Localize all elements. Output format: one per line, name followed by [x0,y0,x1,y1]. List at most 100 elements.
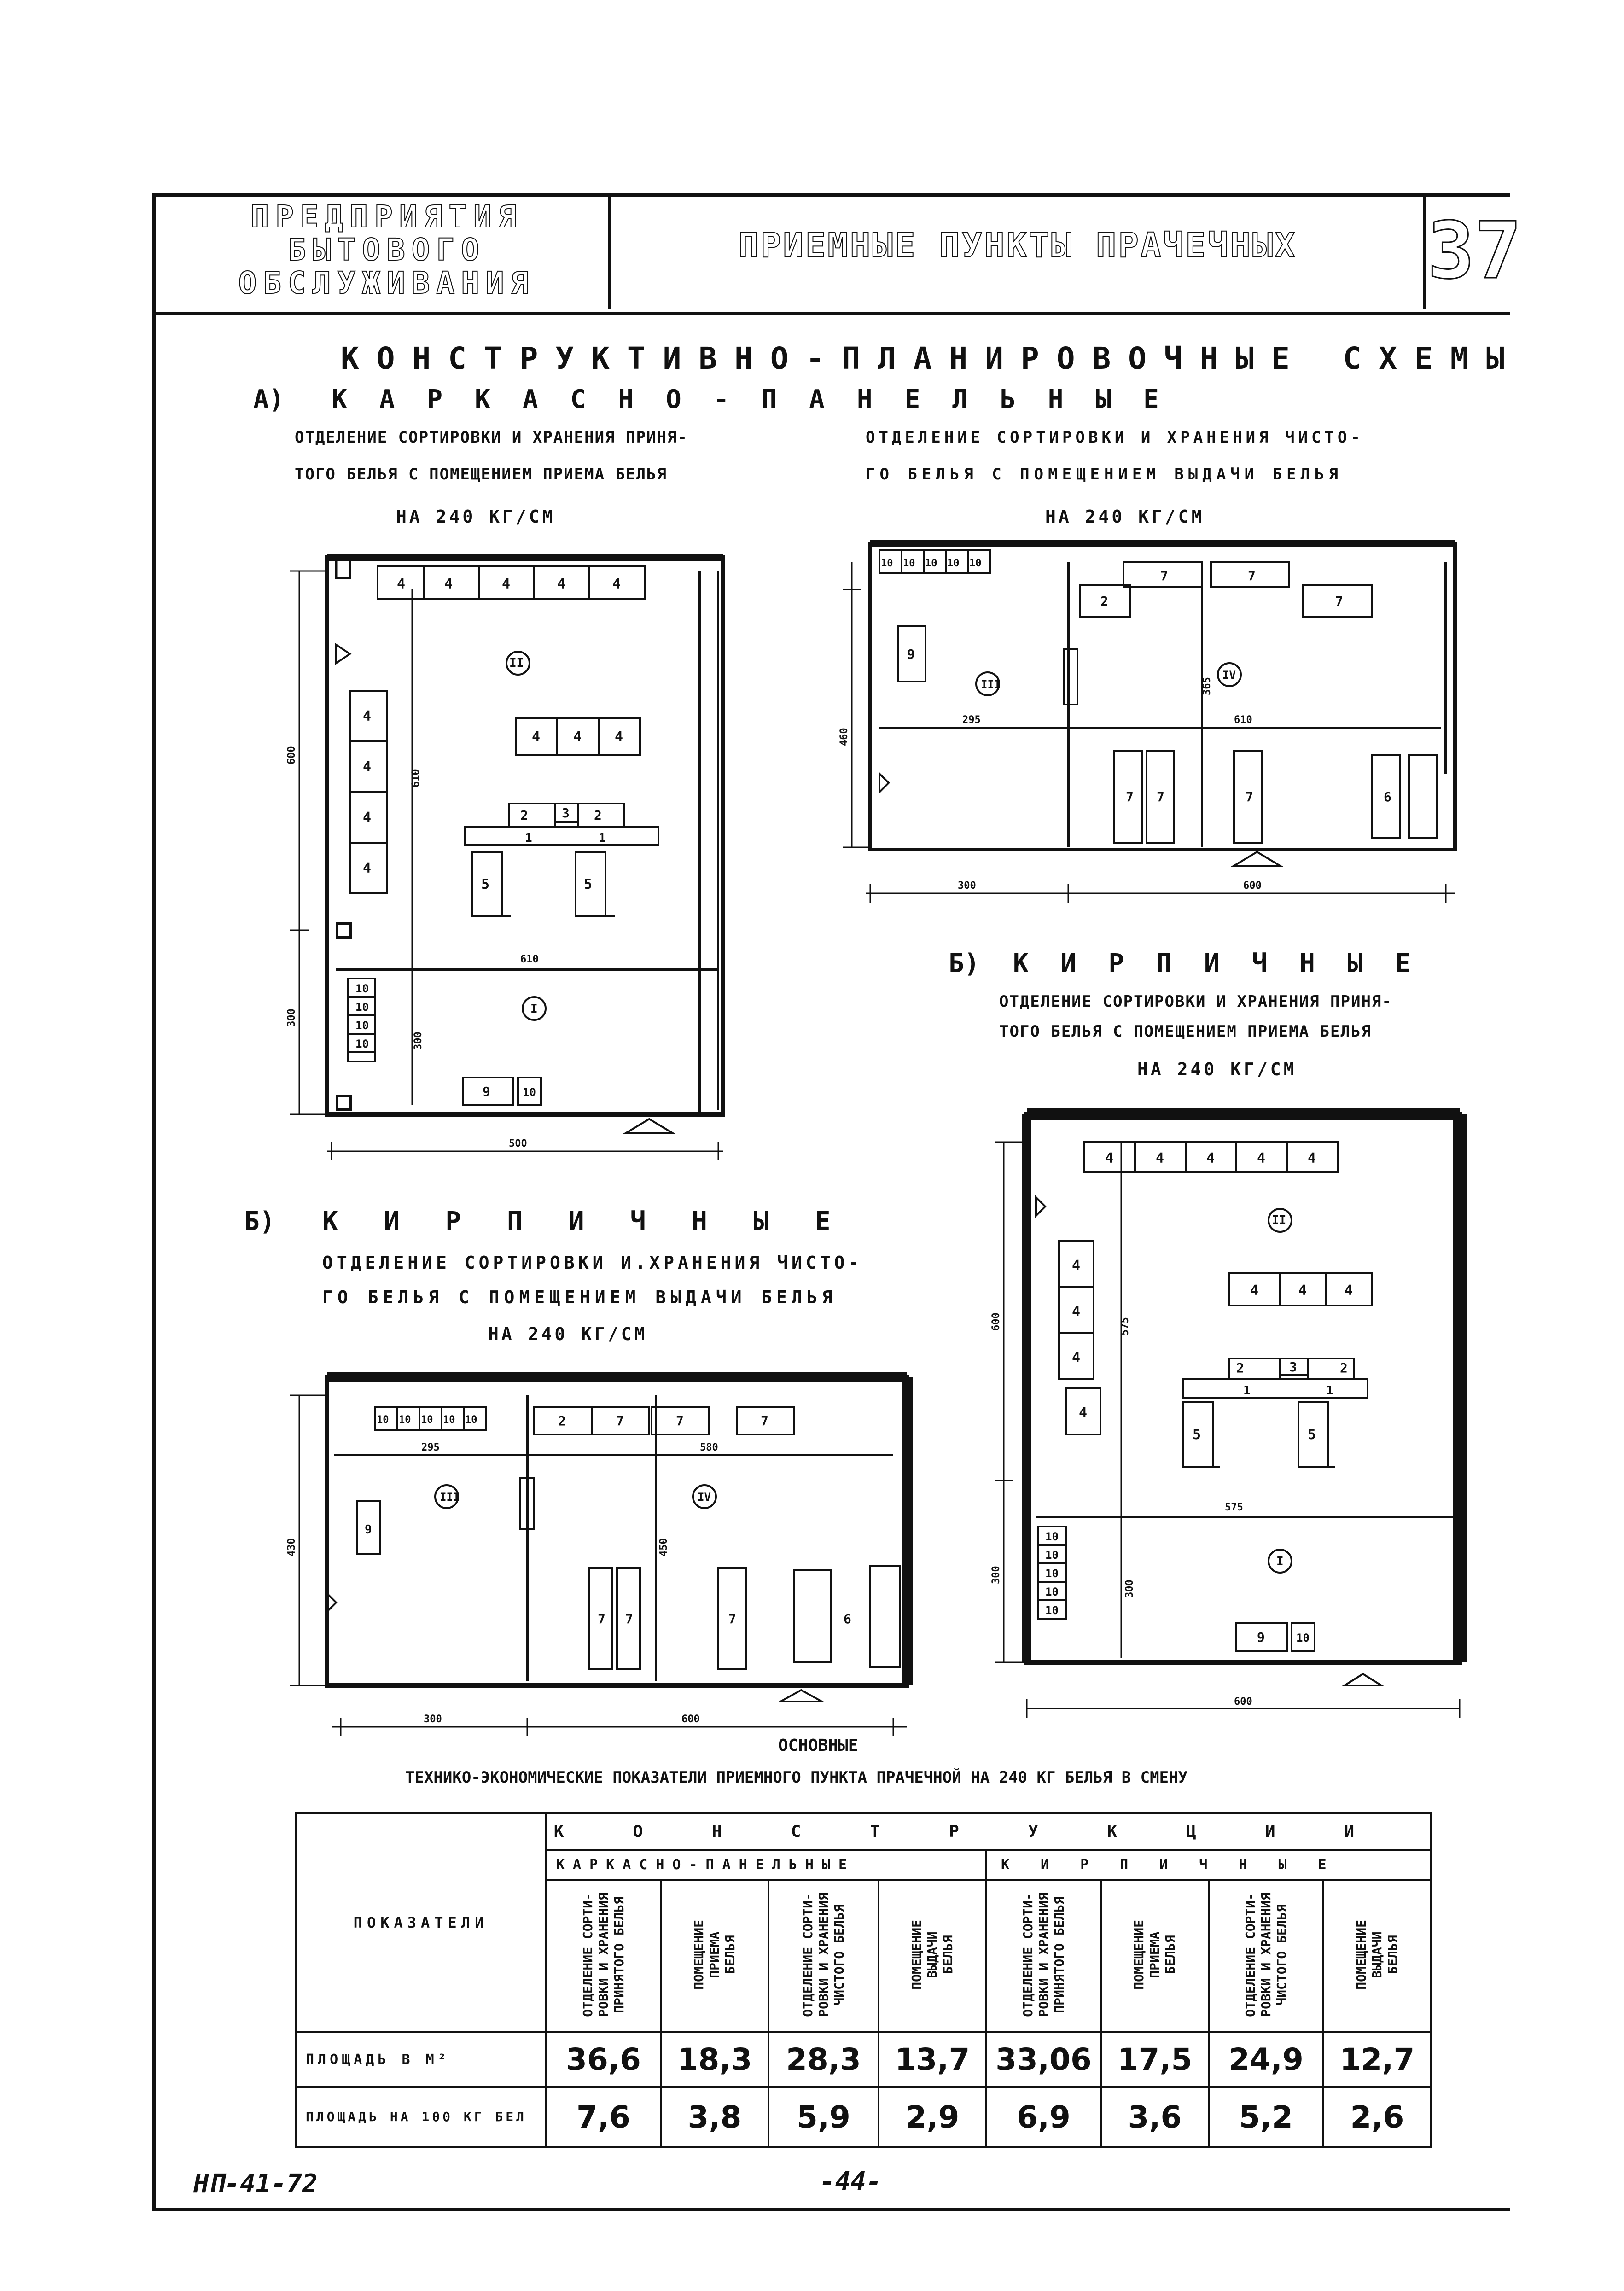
svg-text:10: 10 [1045,1530,1059,1543]
svg-text:4: 4 [1206,1150,1215,1166]
svg-text:4: 4 [1298,1282,1307,1299]
svg-text:10: 10 [377,1414,389,1426]
svg-text:10: 10 [443,1414,455,1426]
svg-text:600: 600 [286,746,297,764]
column-header: ОТДЕЛЕНИЕ СОРТИ- РОВКИ И ХРАНЕНИЯ ПРИНЯТ… [545,1879,662,2033]
svg-text:2: 2 [520,808,528,823]
svg-text:4: 4 [1156,1150,1164,1166]
svg-text:4: 4 [1072,1304,1080,1320]
page-frame-bottom [152,2208,1510,2211]
plan-b1-caption-line2: ГО БЕЛЬЯ С ПОМЕЩЕНИЕМ ВЫДАЧИ БЕЛЬЯ [322,1287,837,1307]
value-cell: 12,7 [1322,2031,1432,2088]
svg-text:II: II [1272,1213,1286,1227]
plan-b2-capacity: НА 240 КГ/СМ [1137,1059,1297,1079]
svg-text:5: 5 [481,876,489,892]
svg-text:9: 9 [907,647,915,662]
indicators-table: ПОКАЗАТЕЛИ КОНСТРУКЦИИ КАРКАСНО-ПАНЕЛЬНЫ… [295,1812,1432,2148]
svg-text:7: 7 [616,1413,624,1428]
table-title-line1: ОСНОВНЫЕ [778,1736,858,1755]
svg-text:610: 610 [1234,714,1252,726]
svg-text:580: 580 [700,1442,718,1453]
svg-text:610: 610 [520,954,539,965]
svg-text:10: 10 [969,558,982,569]
svg-text:10: 10 [925,558,937,569]
row-header-cell: ПОКАЗАТЕЛИ [295,1812,547,2033]
svg-text:2: 2 [1340,1360,1348,1376]
plan-a2-caption-line1: ОТДЕЛЕНИЕ СОРТИРОВКИ И ХРАНЕНИЯ ЧИСТО- [866,428,1364,447]
svg-text:7: 7 [1157,789,1164,804]
svg-text:7: 7 [1246,789,1253,804]
plan-a1-caption-line2: ТОГО БЕЛЬЯ С ПОМЕЩЕНИЕМ ПРИЕМА БЕЛЬЯ [295,465,667,484]
svg-text:4: 4 [1072,1258,1080,1274]
value-cell: 5,2 [1208,2086,1324,2148]
logo-line: БЫТОВОГО [287,232,486,268]
svg-text:430: 430 [286,1538,297,1556]
svg-text:1: 1 [599,831,606,845]
svg-text:4: 4 [1072,1350,1080,1366]
sheet-number: 37 [1427,205,1523,297]
svg-text:3: 3 [1289,1359,1297,1375]
svg-text:10: 10 [1296,1632,1310,1644]
svg-text:4: 4 [397,576,405,592]
plan-b1-caption-line1: ОТДЕЛЕНИЕ СОРТИРОВКИ И.ХРАНЕНИЯ ЧИСТО- [322,1253,863,1273]
svg-text:295: 295 [962,714,981,726]
section-b-left-title: КИРПИЧНЫЕ [322,1207,877,1236]
plan-b1-capacity: НА 240 КГ/СМ [488,1324,648,1344]
series-logo: ПРЕДПРИЯТИЯ БЫТОВОГО ОБСЛУЖИВАНИЯ [175,200,599,304]
svg-text:4: 4 [363,810,371,826]
svg-text:295: 295 [421,1442,440,1453]
svg-text:4: 4 [1257,1150,1265,1166]
table-row: ПЛОЩАДЬ НА 100 КГ БЕЛ 7,6 3,8 5,9 2,9 6,… [295,2086,1432,2148]
svg-text:10: 10 [355,1001,369,1014]
section-b-left-label: Б) [244,1207,275,1236]
svg-text:10: 10 [355,982,369,995]
svg-text:3: 3 [562,805,570,821]
svg-text:5: 5 [1193,1427,1201,1443]
svg-text:IV: IV [698,1491,711,1504]
table-row: ПЛОЩАДЬ В М² 36,6 18,3 28,3 13,7 33,06 1… [295,2031,1432,2088]
value-cell: 3,8 [660,2086,769,2148]
svg-text:4: 4 [1105,1150,1113,1166]
svg-text:5: 5 [1308,1427,1316,1443]
svg-text:300: 300 [958,880,976,892]
svg-text:4: 4 [363,860,371,876]
svg-text:10: 10 [1045,1549,1059,1562]
svg-text:10: 10 [355,1019,369,1032]
svg-text:4: 4 [363,759,371,775]
svg-text:4: 4 [363,708,371,724]
svg-text:I: I [1276,1555,1284,1568]
svg-text:4: 4 [444,576,453,592]
svg-text:4: 4 [573,729,582,745]
svg-text:10: 10 [1045,1586,1059,1598]
svg-text:5: 5 [584,876,592,892]
svg-text:7: 7 [1160,568,1168,583]
svg-text:10: 10 [1045,1604,1059,1617]
subgroup-brick: КИРПИЧНЫЕ [985,1849,1432,1881]
column-header: ОТДЕЛЕНИЕ СОРТИ- РОВКИ И ХРАНЕНИЯ ЧИСТОГ… [768,1879,879,2033]
plan-a2-caption-line2: ГО БЕЛЬЯ С ПОМЕЩЕНИЕМ ВЫДАЧИ БЕЛЬЯ [866,465,1343,484]
svg-text:300: 300 [286,1009,297,1027]
svg-text:10: 10 [881,558,893,569]
plan-b2-caption-line2: ТОГО БЕЛЬЯ С ПОМЕЩЕНИЕМ ПРИЕМА БЕЛЬЯ [999,1022,1372,1041]
column-header: ПОМЕЩЕНИЕ ПРИЕМА БЕЛЬЯ [1100,1879,1210,2033]
svg-text:2: 2 [558,1413,566,1428]
plan-a2-capacity: НА 240 КГ/СМ [1045,507,1205,527]
svg-text:460: 460 [838,728,850,746]
svg-text:10: 10 [399,1414,411,1426]
value-cell: 2,9 [878,2086,987,2148]
svg-text:2: 2 [1100,594,1108,609]
svg-text:600: 600 [681,1714,700,1725]
svg-text:6: 6 [844,1611,851,1626]
column-header: ПОМЕЩЕНИЕ ПРИЕМА БЕЛЬЯ [660,1879,769,2033]
value-cell: 28,3 [768,2031,879,2088]
svg-text:2: 2 [1236,1360,1244,1376]
plan-a1-caption-line1: ОТДЕЛЕНИЕ СОРТИРОВКИ И ХРАНЕНИЯ ПРИНЯ- [295,428,688,447]
column-header: ПОМЕЩЕНИЕ ВЫДАЧИ БЕЛЬЯ [878,1879,987,2033]
svg-text:9: 9 [483,1084,490,1099]
svg-text:7: 7 [625,1611,633,1626]
plan-b2-caption-line1: ОТДЕЛЕНИЕ СОРТИРОВКИ И ХРАНЕНИЯ ПРИНЯ- [999,992,1392,1011]
column-header: ПОМЕЩЕНИЕ ВЫДАЧИ БЕЛЬЯ [1322,1879,1432,2033]
svg-text:4: 4 [1308,1150,1316,1166]
subgroup-frame-panel: КАРКАСНО-ПАНЕЛЬНЫЕ [545,1849,987,1881]
